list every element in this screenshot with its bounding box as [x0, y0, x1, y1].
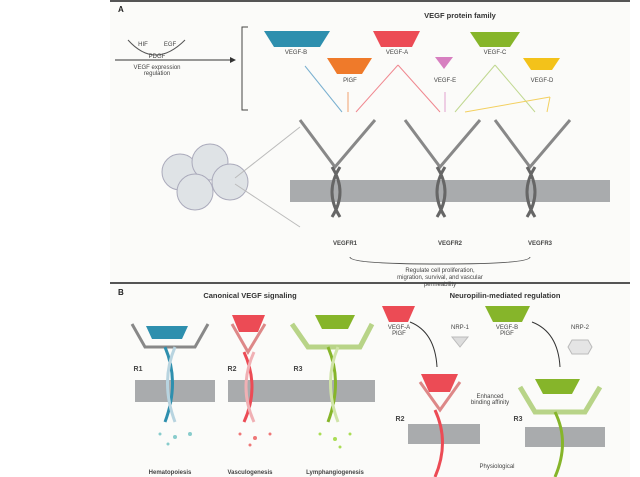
diagram-graphics — [110, 26, 630, 477]
panel-b-label: B — [118, 288, 124, 297]
receptor-r3: R3 — [293, 366, 303, 373]
ligand-vegf-a — [373, 31, 420, 47]
neuropilin-title: Neuropilin-mediated regulation — [449, 291, 561, 300]
regulator-egf: EGF — [163, 42, 177, 48]
receptor-r2: R2 — [227, 366, 237, 373]
ligand-label: VEGF-D — [530, 78, 554, 84]
regulator-pdgf: PDGF — [148, 54, 166, 60]
ligand-vegf-e — [435, 57, 453, 69]
nrp-1-label: NRP-1 — [450, 325, 470, 331]
outcome-lymphangiogenesis: Lymphangiogenesis — [306, 470, 364, 476]
receptor-label: VEGFR2 — [437, 241, 463, 247]
canonical-title: Canonical VEGF signaling — [203, 291, 297, 300]
brace — [349, 256, 531, 265]
figure: A VEGF protein family HIF EGF PDGF VEGF … — [110, 0, 630, 477]
regulation-curve — [127, 39, 186, 56]
np-receptor-r2: R2 — [395, 416, 405, 423]
effect-text: Enhanced binding affinity — [470, 394, 510, 406]
ligand-label: VEGF-C — [483, 50, 507, 56]
receptor-label: VEGFR3 — [527, 241, 553, 247]
ligand-vegf-c — [470, 32, 520, 47]
ligand-vegf-b — [264, 31, 330, 47]
receptor-label: VEGFR1 — [332, 241, 358, 247]
ligand-label: VEGF-B — [284, 50, 308, 56]
regulator-hif: HIF — [138, 42, 148, 48]
panel-a-title: VEGF protein family — [424, 11, 496, 20]
outcome-vasculogenesis: Vasculogenesis — [227, 470, 273, 476]
outcome-text: Regulate cell proliferation, migration, … — [397, 268, 483, 288]
nrp-2-label: NRP-2 — [570, 325, 590, 331]
np-left-ligand: VEGF-A PlGF — [387, 325, 411, 337]
ligand-label: VEGF-E — [433, 78, 457, 84]
panel-a-label: A — [118, 5, 124, 14]
np-right-ligand: VEGF-B PlGF — [495, 325, 519, 337]
regulation-label: VEGF expression regulation — [133, 65, 181, 77]
ligand-label: VEGF-A — [385, 50, 409, 56]
membrane — [290, 180, 610, 202]
receptor-r1: R1 — [133, 366, 143, 373]
outcome-hematopoiesis: Hematopoiesis — [148, 470, 192, 476]
ligand-vegf-d — [523, 58, 560, 70]
np-receptor-r3: R3 — [513, 416, 523, 423]
ligand-label: PlGF — [343, 78, 357, 84]
ligand-plgf — [327, 58, 372, 74]
bracket — [241, 26, 248, 111]
physiological-text: Physiological — [479, 464, 515, 470]
cells — [161, 143, 249, 211]
